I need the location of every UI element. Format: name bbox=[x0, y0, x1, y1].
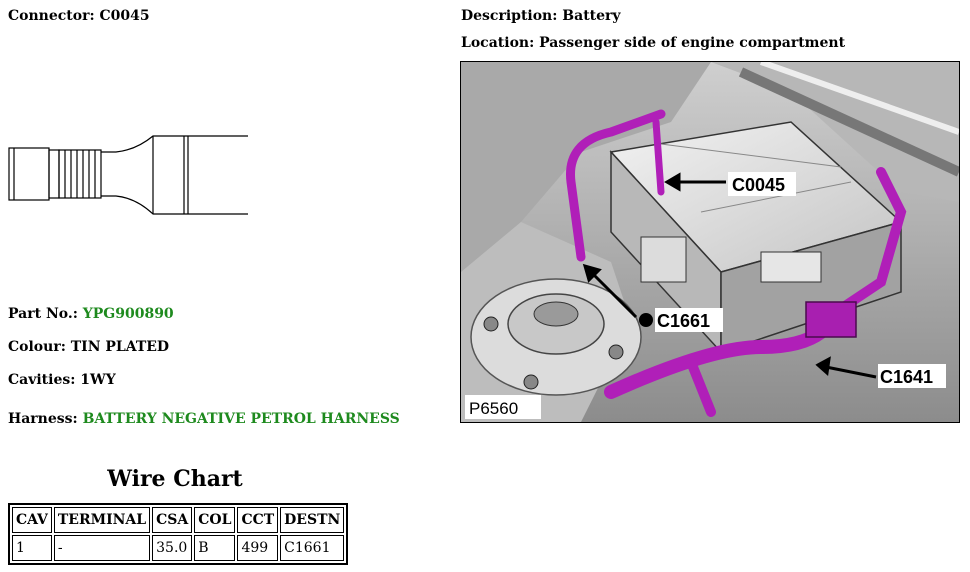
cell-csa: 35.0 bbox=[152, 535, 193, 561]
colour-value: TIN PLATED bbox=[70, 339, 170, 355]
connector-value: C0045 bbox=[99, 8, 150, 24]
callout-c0045: C0045 bbox=[732, 175, 785, 195]
cell-cct: 499 bbox=[237, 535, 279, 561]
table-header-row: CAV TERMINAL CSA COL CCT DESTN bbox=[12, 507, 345, 533]
description-label: Description: bbox=[461, 8, 558, 24]
wire-chart-table: CAV TERMINAL CSA COL CCT DESTN 1 - 35.0 … bbox=[8, 503, 349, 565]
table-row: 1 - 35.0 B 499 C1661 bbox=[12, 535, 345, 561]
connector-location-photo: C0045 C1661 C1641 P6560 bbox=[460, 61, 960, 423]
harness-field: Harness: BATTERY NEGATIVE PETROL HARNESS bbox=[8, 411, 400, 427]
column-header-destn: DESTN bbox=[280, 507, 345, 533]
part-number-field: Part No.: YPG900890 bbox=[8, 306, 174, 322]
wire-chart-title: Wire Chart bbox=[107, 466, 243, 492]
harness-value: BATTERY NEGATIVE PETROL HARNESS bbox=[82, 411, 400, 427]
figure-id: P6560 bbox=[469, 399, 518, 418]
column-header-csa: CSA bbox=[152, 507, 193, 533]
cell-cav: 1 bbox=[12, 535, 52, 561]
location-field: Location: Passenger side of engine compa… bbox=[461, 35, 845, 51]
column-header-cct: CCT bbox=[237, 507, 279, 533]
column-header-col: COL bbox=[194, 507, 236, 533]
callout-c1641: C1641 bbox=[880, 367, 933, 387]
colour-field: Colour: TIN PLATED bbox=[8, 339, 169, 355]
cavities-value: 1WY bbox=[80, 372, 116, 388]
colour-label: Colour: bbox=[8, 339, 66, 355]
cavities-label: Cavities: bbox=[8, 372, 76, 388]
description-field: Description: Battery bbox=[461, 8, 621, 24]
column-header-cav: CAV bbox=[12, 507, 52, 533]
description-value: Battery bbox=[562, 8, 621, 24]
column-header-terminal: TERMINAL bbox=[53, 507, 151, 533]
cavities-field: Cavities: 1WY bbox=[8, 372, 116, 388]
connector-label: Connector: bbox=[8, 8, 95, 24]
location-label: Location: bbox=[461, 35, 535, 51]
cell-col: B bbox=[194, 535, 236, 561]
part-number-value: YPG900890 bbox=[82, 306, 174, 322]
harness-label: Harness: bbox=[8, 411, 78, 427]
callout-c1661: C1661 bbox=[657, 311, 710, 331]
cell-terminal: - bbox=[53, 535, 151, 561]
connector-terminal-drawing bbox=[8, 135, 248, 215]
cell-destn: C1661 bbox=[280, 535, 345, 561]
connector-field: Connector: C0045 bbox=[8, 8, 150, 24]
location-value: Passenger side of engine compartment bbox=[539, 35, 846, 51]
part-number-label: Part No.: bbox=[8, 306, 78, 322]
